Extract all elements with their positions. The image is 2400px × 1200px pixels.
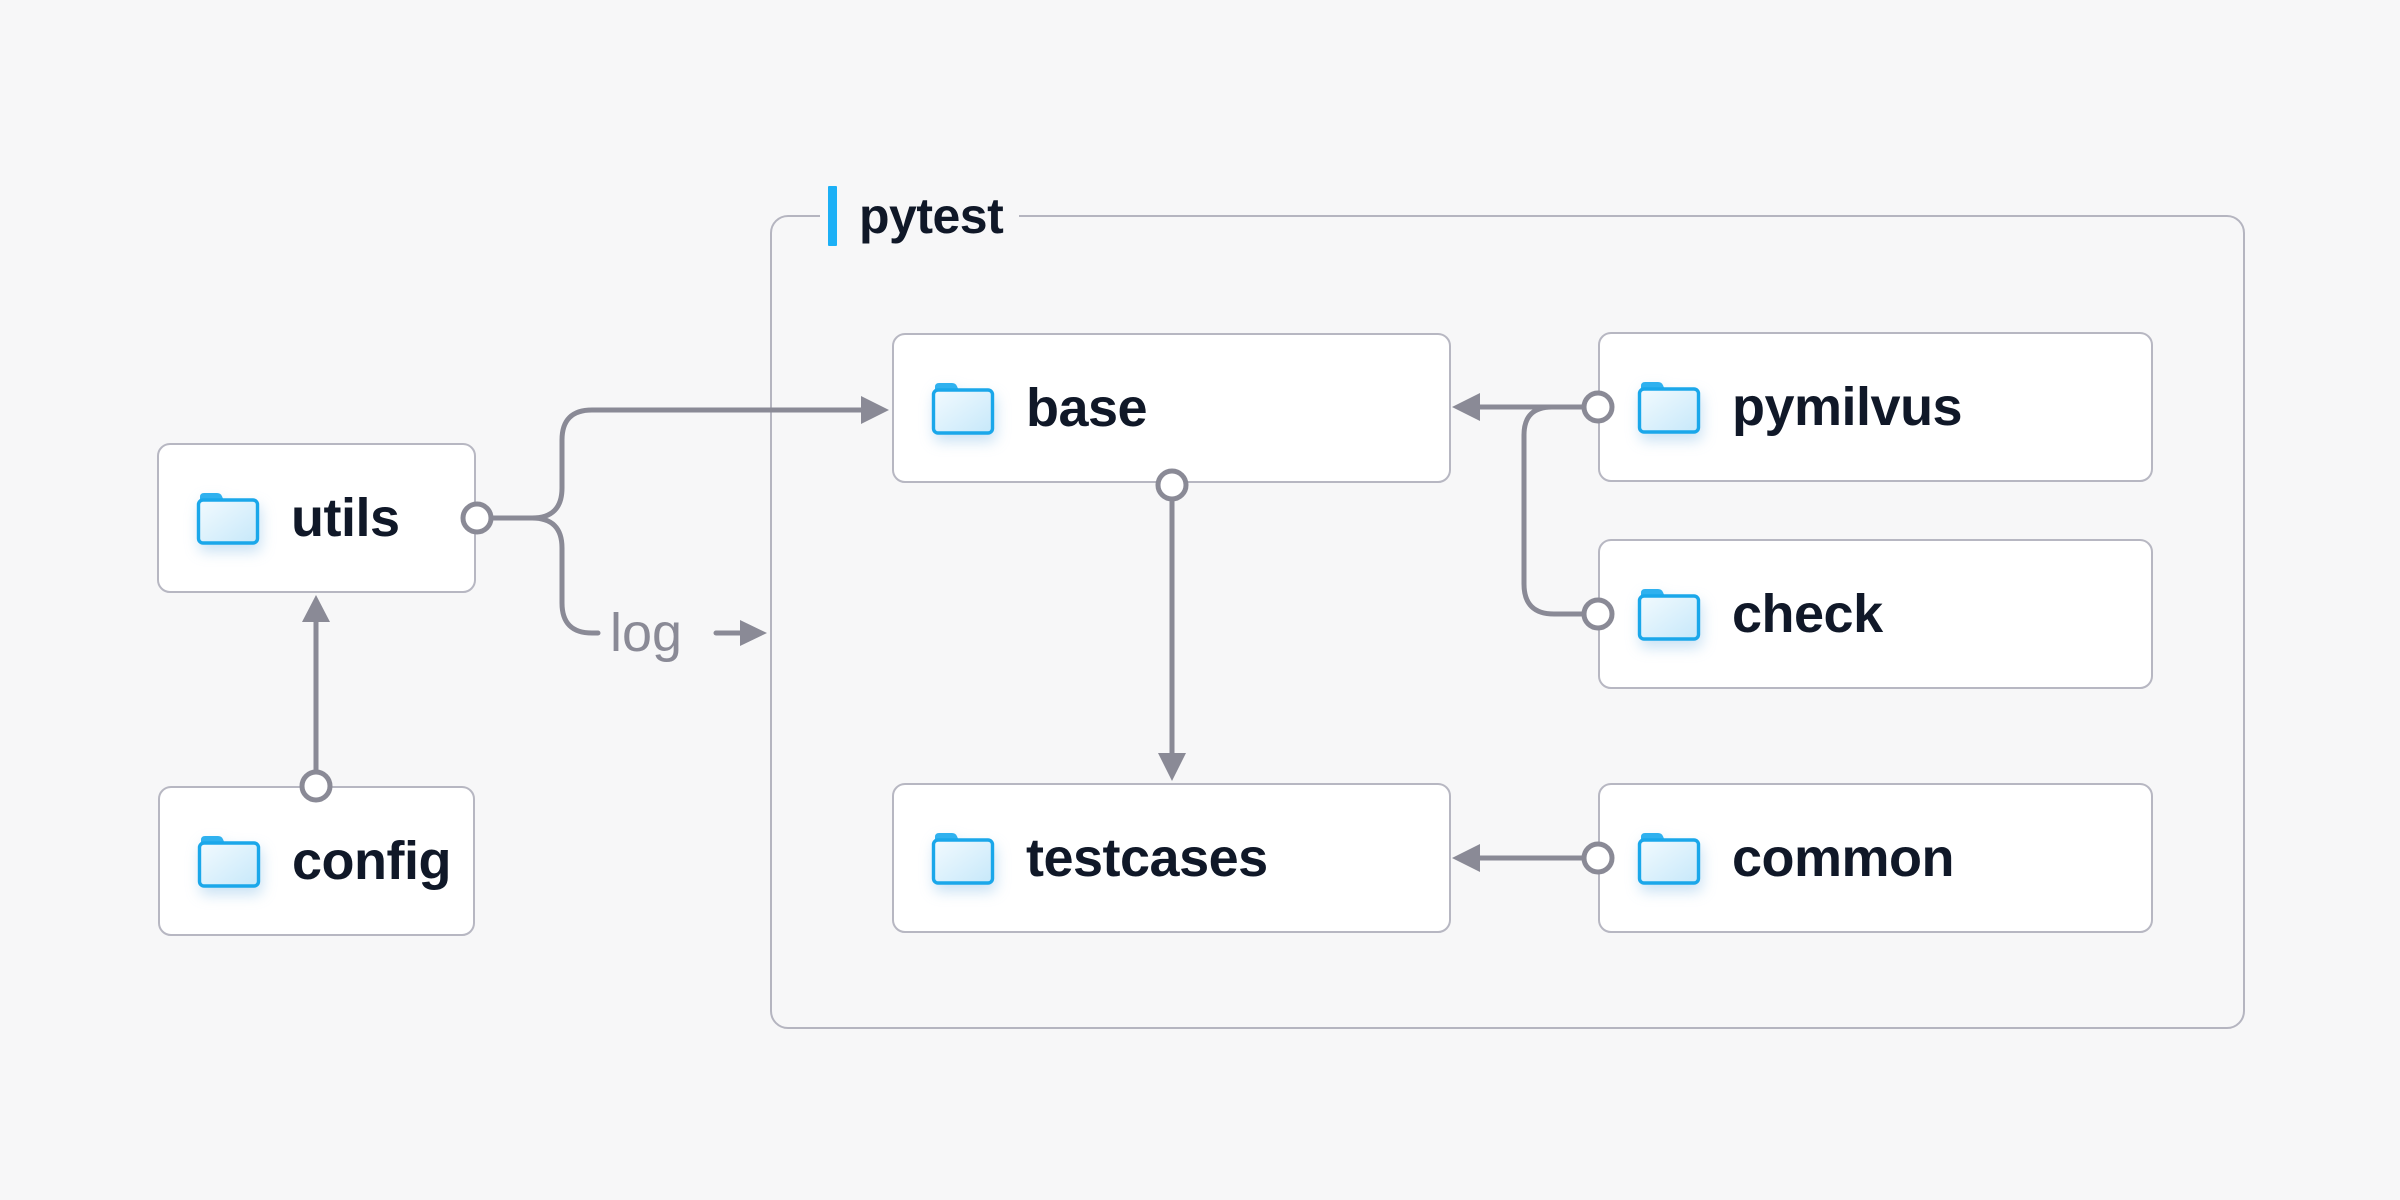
node-check: check — [1598, 539, 2153, 689]
folder-icon — [1637, 833, 1701, 885]
node-utils-label: utils — [291, 488, 400, 548]
folder-icon — [931, 383, 995, 435]
log-label: log — [610, 603, 682, 663]
pytest-group-title: pytest — [859, 188, 1004, 244]
node-testcases: testcases — [892, 783, 1451, 933]
folder-icon — [197, 836, 261, 888]
node-check-label: check — [1732, 584, 1883, 644]
node-utils: utils — [157, 443, 476, 593]
node-common: common — [1598, 783, 2153, 933]
node-common-label: common — [1732, 828, 1955, 888]
folder-icon — [1637, 589, 1701, 641]
pytest-group-label: pytest — [820, 184, 1020, 248]
node-config-label: config — [292, 831, 451, 891]
folder-icon — [196, 493, 260, 545]
node-pymilvus-label: pymilvus — [1732, 377, 1963, 437]
pytest-group-container — [770, 215, 2245, 1029]
folder-icon — [1637, 382, 1701, 434]
accent-bar — [828, 186, 837, 246]
node-base-label: base — [1026, 378, 1148, 438]
node-base: base — [892, 333, 1451, 483]
folder-icon — [931, 833, 995, 885]
node-testcases-label: testcases — [1026, 828, 1268, 888]
node-pymilvus: pymilvus — [1598, 332, 2153, 482]
node-config: config — [158, 786, 475, 936]
edge-utils-to-log: log — [529, 515, 767, 663]
edge-config-to-utils — [299, 595, 333, 803]
